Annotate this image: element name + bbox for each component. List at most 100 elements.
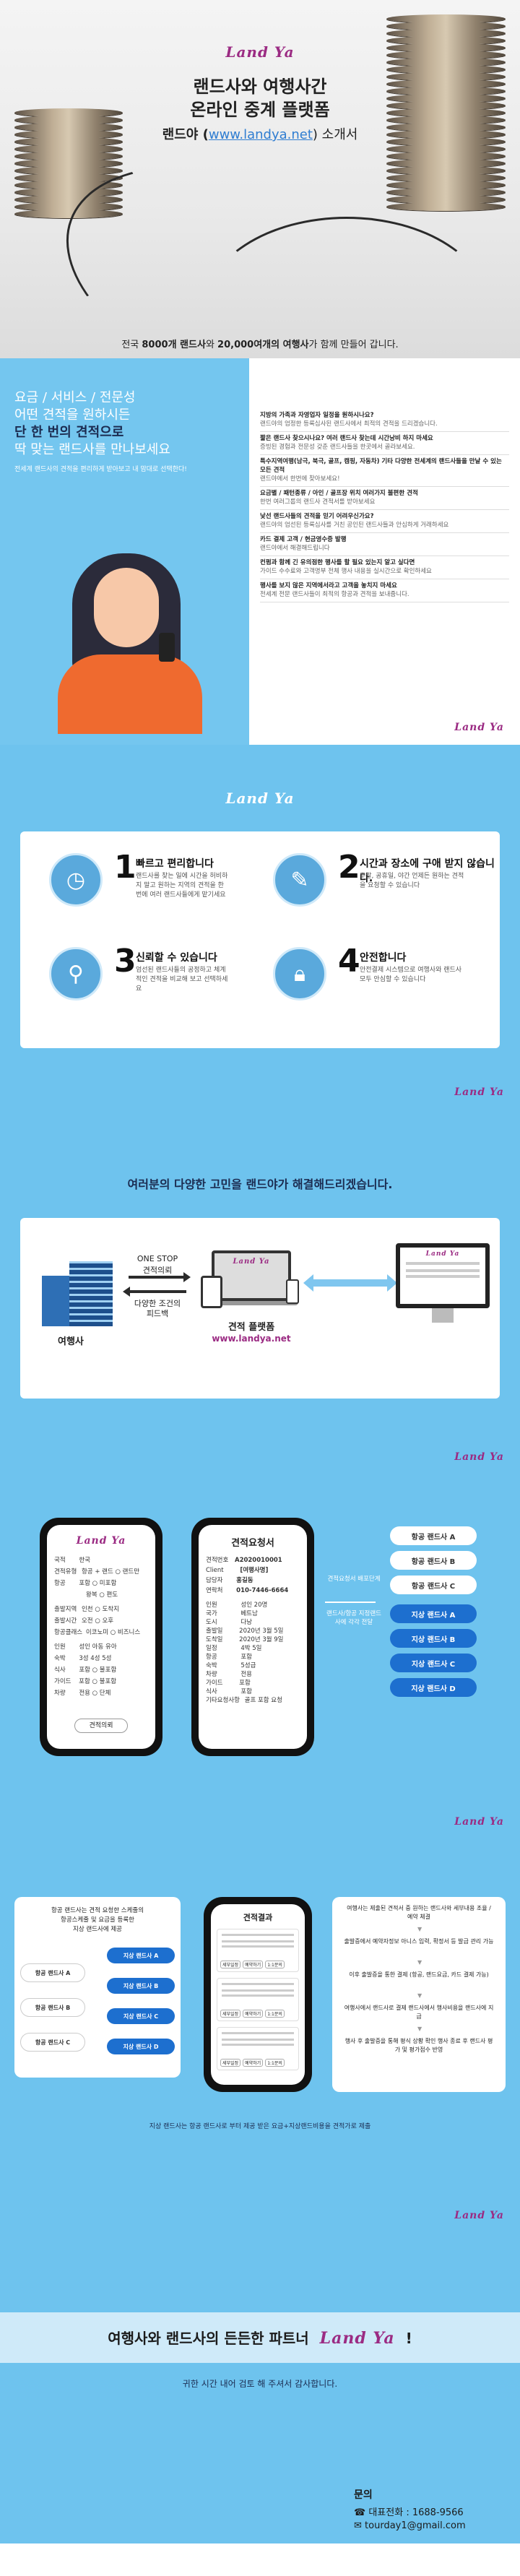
air-land-company-pill[interactable]: 항공 랜드사 B <box>390 1551 477 1570</box>
partner-banner <box>0 2312 520 2363</box>
result-flow-section: 항공 랜드사는 견적 요청한 스케줄의 항공스케줄 및 요금을 등록한 지상 랜… <box>0 1839 520 2233</box>
platform-label: 견적 플랫폼 <box>228 1322 275 1333</box>
corner-logo: Land Ya <box>454 722 504 733</box>
form-value[interactable]: 포함 ○ 불포함 <box>79 1678 117 1685</box>
detail-button[interactable]: 세부일정 <box>220 2010 241 2018</box>
air-land-company-pill[interactable]: 항공 랜드사 A <box>390 1526 477 1545</box>
flow-step-1: 견적요청서 배포단계 <box>327 1576 381 1583</box>
form-row: 국적 한국 <box>54 1555 90 1564</box>
air-land-company-pill[interactable]: 항공 랜드사 C <box>20 2033 85 2052</box>
form-value[interactable]: 항공 + 랜드 ○ 랜드만 <box>81 1568 140 1576</box>
form-key: 항공클래스 <box>54 1629 83 1636</box>
reserve-button[interactable]: 예약하기 <box>243 2059 264 2067</box>
ground-land-company-pill[interactable]: 지상 랜드사 D <box>390 1678 477 1697</box>
faq-question: 짧은 랜드사 찾으시나요? 여러 랜드사 찾는데 시간낭비 하지 마세요 <box>260 435 433 442</box>
form-row: 차량 전용 ○ 단체 <box>54 1688 110 1697</box>
form-value[interactable]: 성인 아동 유아 <box>79 1643 117 1651</box>
arrow-head <box>123 1287 130 1297</box>
air-land-company-pill[interactable]: 항공 랜드사 C <box>390 1576 477 1594</box>
process-arrow-icon: ▼ <box>417 1992 422 1999</box>
process-step: 이후 출발증을 통한 결제 (항공, 랜드요금, 카드 결제 가능) <box>349 1971 489 1978</box>
sheet-row: 숙박 5성급 <box>206 1661 256 1669</box>
form-key: 차량 <box>54 1690 66 1697</box>
quote-result-title: 견적결과 <box>243 1913 273 1922</box>
form-row: 인원 성인 아동 유아 <box>54 1642 117 1651</box>
sheet-key: 도시 <box>206 1619 217 1626</box>
right-arrow-icon <box>129 1276 186 1279</box>
left-coin-stack <box>14 108 123 224</box>
form-value[interactable]: 3성 4성 5성 <box>79 1655 112 1662</box>
ground-land-company-pill[interactable]: 지상 랜드사 C <box>390 1654 477 1672</box>
email-text[interactable]: tourday1@gmail.com <box>365 2520 466 2531</box>
left-arrow-icon <box>129 1290 186 1293</box>
intro-left-panel: 요금 / 서비스 / 전문성 어떤 견적을 원하시든 단 한 번의 견적으로 딱… <box>0 358 249 745</box>
form-key: 출발시간 <box>54 1617 77 1625</box>
sheet-key: 기타요청사항 <box>206 1697 240 1704</box>
faq-item: 행사를 보지 않은 지역에서라고 고객을 놓치지 마세요 전세계 전문 랜드사들… <box>260 579 509 602</box>
reserve-button[interactable]: 예약하기 <box>243 1961 264 1968</box>
inquiry-button[interactable]: 1:1문의 <box>265 2010 285 2018</box>
ground-land-company-pill[interactable]: 지상 랜드사 D <box>107 2039 175 2054</box>
faq-question: 컨펌과 함께 긴 유의점한 행사를 할 필요 있는지 알고 싶다면 <box>260 559 415 566</box>
feature-desc: 안전결제 시스템으로 여행사와 랜드사 모두 안심할 수 있습니다 <box>360 967 462 983</box>
form-value[interactable]: 포함 ○ 미포함 <box>79 1580 117 1587</box>
flow-step-2: 랜드사/항공 지정랜드사에 각각 전달 <box>326 1610 381 1626</box>
faq-question: 요금별 / 패턴종류 / 아인 / 골프장 위치 여러가지 불편한 견적 <box>260 490 418 497</box>
sheet-row: 가이드 포함 <box>206 1678 251 1687</box>
ground-land-company-pill[interactable]: 지상 랜드사 B <box>390 1629 477 1648</box>
phone-logo: Land Ya <box>76 1535 126 1547</box>
sheet-row: 견적번호 A2020010001 <box>206 1555 282 1564</box>
process-step: 행사 후 출발증을 통해 평식 상황 확인 행사 종료 후 랜드사 평가 및 평… <box>344 2038 493 2053</box>
detail-button[interactable]: 세부일정 <box>220 2059 241 2067</box>
landya-link[interactable]: www.landya.net <box>208 127 313 142</box>
request-quote-button[interactable]: 견적의뢰 <box>74 1719 128 1733</box>
form-value[interactable]: 인천 ○ 도착지 <box>81 1606 119 1613</box>
inquiry-button[interactable]: 1:1문의 <box>265 1961 285 1968</box>
faq-answer: 가이드 수수료와 고객명부 전체 행사 내용을 실시간으로 확인하세요 <box>260 568 432 575</box>
feature-title: 시간과 장소에 구애 받지 않습니다. <box>360 858 495 884</box>
form-value[interactable]: 왕복 ○ 편도 <box>86 1591 118 1599</box>
ground-land-company-pill[interactable]: 지상 랜드사 A <box>107 1948 175 1963</box>
ground-land-company-pill[interactable]: 지상 랜드사 B <box>107 1978 175 1994</box>
form-value[interactable]: 포함 ○ 불포함 <box>79 1667 117 1674</box>
faq-answer: 한번 여러그룹의 랜드사 견적서를 받아보세요 <box>260 498 376 506</box>
form-key: 식사 <box>54 1667 66 1674</box>
form-value[interactable]: 오전 ○ 오후 <box>81 1617 114 1625</box>
form-value[interactable]: 이코노미 ○ 비즈니스 <box>85 1629 141 1636</box>
platform-url[interactable]: www.landya.net <box>212 1334 291 1344</box>
form-row: 식사 포함 ○ 불포함 <box>54 1665 116 1674</box>
phone-text[interactable]: 대표전화 : 1688-9566 <box>368 2507 464 2518</box>
phone-icon <box>286 1279 299 1304</box>
hero-logo: Land Ya <box>225 43 295 61</box>
air-land-company-pill[interactable]: 항공 랜드사 A <box>20 1963 85 1982</box>
faq-question: 지방의 가족과 자영업자 일정을 원하시나요? <box>260 412 374 419</box>
clock-icon: ◷ <box>49 853 103 907</box>
arrow-bottom-text-1: 다양한 조건의 <box>134 1299 181 1308</box>
headline-line-4: 딱 맞는 랜드사를 만나보세요 <box>14 442 170 457</box>
faq-answer: 랜드야에서 해결해드립니다 <box>260 545 330 552</box>
form-value[interactable]: 한국 <box>79 1557 90 1564</box>
form-value[interactable]: 전용 ○ 단체 <box>79 1690 111 1697</box>
phone-request-form: Land Ya 국적 한국 견적유형 항공 + 랜드 ○ 랜드만 항공 포함 ○… <box>40 1518 162 1756</box>
result-card: 세부일정 예약하기 1:1문의 <box>217 2027 299 2070</box>
detail-button[interactable]: 세부일정 <box>220 1961 241 1968</box>
sheet-key: 국가 <box>206 1610 217 1617</box>
intro-sub: 전세계 랜드사의 견적을 편리하게 받아보고 내 맘대로 선택한다! <box>14 466 187 473</box>
air-land-company-pill[interactable]: 항공 랜드사 B <box>20 1998 85 2017</box>
faq-item: 컨펌과 함께 긴 유의점한 행사를 할 필요 있는지 알고 싶다면 가이드 수수… <box>260 556 509 579</box>
process-box: 여행사는 제출된 견적서 중 원하는 랜드사와 세부내용 조율 / 예약 체결 … <box>332 1897 506 2092</box>
form-row: 항공클래스 이코노미 ○ 비즈니스 <box>54 1628 140 1636</box>
ground-land-company-pill[interactable]: 지상 랜드사 A <box>390 1604 477 1623</box>
form-row: 숙박 3성 4성 5성 <box>54 1654 111 1662</box>
ground-land-company-pill[interactable]: 지상 랜드사 C <box>107 2008 175 2024</box>
form-row: 왕복 ○ 편도 <box>54 1590 118 1599</box>
footer-b1: 8000개 랜드사 <box>142 340 206 350</box>
lock-icon: 🔒︎ <box>273 947 326 1000</box>
reserve-button[interactable]: 예약하기 <box>243 2010 264 2018</box>
sheet-value: 홍길동 <box>236 1577 254 1584</box>
inquiry-button[interactable]: 1:1문의 <box>265 2059 285 2067</box>
arrow-bottom-text-2: 피드백 <box>146 1309 169 1318</box>
process-arrow-icon: ▼ <box>417 2026 422 2032</box>
feature-number: 4 <box>338 943 360 980</box>
process-arrow-icon: ▼ <box>417 1959 422 1966</box>
